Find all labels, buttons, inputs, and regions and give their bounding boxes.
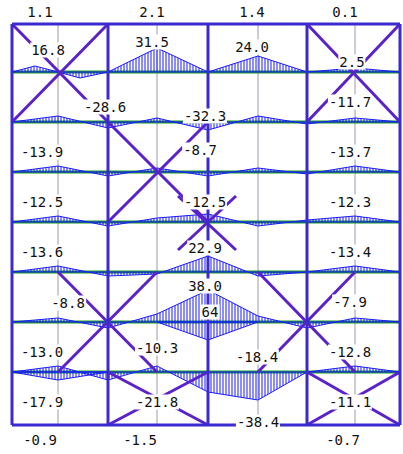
moment-value: -8.7 bbox=[182, 143, 218, 158]
moment-value: -38.4 bbox=[236, 415, 280, 430]
moment-value: -18.4 bbox=[235, 350, 279, 365]
moment-value: -32.3 bbox=[183, 109, 227, 124]
moment-value: -11.1 bbox=[328, 395, 372, 410]
moment-value: 16.8 bbox=[30, 43, 66, 58]
moment-value: 64 bbox=[201, 305, 220, 320]
moment-value: -12.5 bbox=[20, 195, 64, 210]
moment-value: -13.6 bbox=[20, 245, 64, 260]
moment-value: -13.9 bbox=[20, 145, 64, 160]
moment-value: -13.7 bbox=[328, 145, 372, 160]
moment-value: -0.9 bbox=[22, 433, 58, 448]
moment-value: -1.5 bbox=[122, 433, 158, 448]
moment-value: 31.5 bbox=[134, 35, 170, 50]
moment-value: 24.0 bbox=[234, 40, 270, 55]
moment-value: 2.1 bbox=[138, 5, 165, 20]
moment-value: 2.5 bbox=[338, 55, 365, 70]
moment-value: -17.9 bbox=[20, 395, 64, 410]
moment-value: -11.7 bbox=[328, 95, 372, 110]
moment-value: -28.6 bbox=[83, 100, 127, 115]
moment-value: -12.5 bbox=[183, 195, 227, 210]
moment-value: -21.8 bbox=[135, 395, 179, 410]
moment-value: -8.8 bbox=[50, 296, 86, 311]
moment-value: -0.7 bbox=[325, 433, 361, 448]
moment-value: 22.9 bbox=[187, 241, 223, 256]
moment-value: -7.9 bbox=[332, 295, 368, 310]
moment-value: 38.0 bbox=[187, 279, 223, 294]
moment-value: -10.3 bbox=[135, 341, 179, 356]
moment-value: 1.4 bbox=[238, 5, 265, 20]
moment-value: -13.4 bbox=[328, 245, 372, 260]
moment-value: 0.1 bbox=[331, 5, 358, 20]
moment-value: -13.0 bbox=[20, 345, 64, 360]
moment-value: -12.8 bbox=[328, 345, 372, 360]
moment-value: 1.1 bbox=[26, 5, 53, 20]
moment-value: -12.3 bbox=[328, 195, 372, 210]
